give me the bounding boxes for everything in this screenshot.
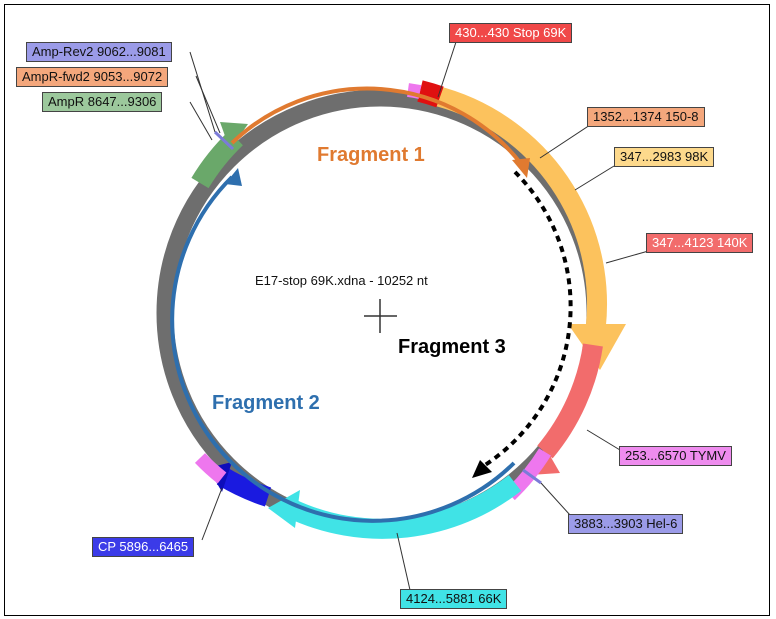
- feature-amp-tick: [213, 130, 235, 151]
- leader-tymv: [586, 429, 621, 451]
- feature-arc-140k: [537, 343, 603, 459]
- leader-66k: [396, 532, 411, 591]
- leader-cp: [201, 487, 223, 541]
- leader-stop69k: [437, 41, 457, 98]
- feature-label-stop69k: 430...430 Stop 69K: [449, 23, 573, 43]
- feature-hel6-tick: [522, 468, 542, 485]
- fragment-3-label: Fragment 3: [398, 336, 506, 358]
- feature-label-amprfwd2: AmpR-fwd2 9053...9072: [16, 67, 169, 87]
- feature-label-66k: 4124...5881 66K: [400, 589, 508, 609]
- map-title: E17-stop 69K.xdna - 10252 nt: [255, 273, 428, 288]
- leader-98k: [574, 165, 615, 191]
- feature-arc-66k: [285, 475, 522, 539]
- fragment-2-arc: [170, 175, 516, 523]
- fragment-2-label: Fragment 2: [212, 392, 320, 414]
- fragment-1-arc: [230, 86, 524, 167]
- fragment-1-label: Fragment 1: [317, 144, 425, 166]
- fragment-3-arc: [480, 170, 573, 469]
- feature-left-pink: [407, 83, 422, 99]
- feature-label-ampr: AmpR 8647...9306: [42, 92, 163, 112]
- fragment-2-arrowhead: [225, 168, 242, 186]
- fragment-1-arrowhead: [512, 158, 530, 178]
- feature-label-150-8: 1352...1374 150-8: [587, 107, 705, 127]
- leader-ampr: [189, 101, 213, 141]
- fragment-3-arrowhead: [472, 460, 492, 478]
- figure-frame: [4, 4, 770, 616]
- feature-arrow-ampr: [220, 122, 248, 150]
- feature-arrow-66k: [268, 490, 300, 528]
- leader-amprfwd2: [195, 75, 221, 134]
- leader-140k: [605, 249, 653, 264]
- feature-arc-98k: [430, 85, 608, 353]
- feature-label-98k: 347...2983 98K: [614, 147, 715, 167]
- leader-hel6: [540, 482, 571, 516]
- feature-arc-tymv-tail: [194, 453, 227, 484]
- feature-label-tymv: 253...6570 TYMV: [619, 446, 732, 466]
- leader-150-8: [539, 124, 591, 159]
- feature-label-cp: CP 5896...6465: [92, 537, 195, 557]
- feature-label-amprev2: Amp-Rev2 9062...9081: [26, 42, 172, 62]
- feature-label-hel6: 3883...3903 Hel-6: [568, 514, 684, 534]
- feature-label-140k: 347...4123 140K: [646, 233, 754, 253]
